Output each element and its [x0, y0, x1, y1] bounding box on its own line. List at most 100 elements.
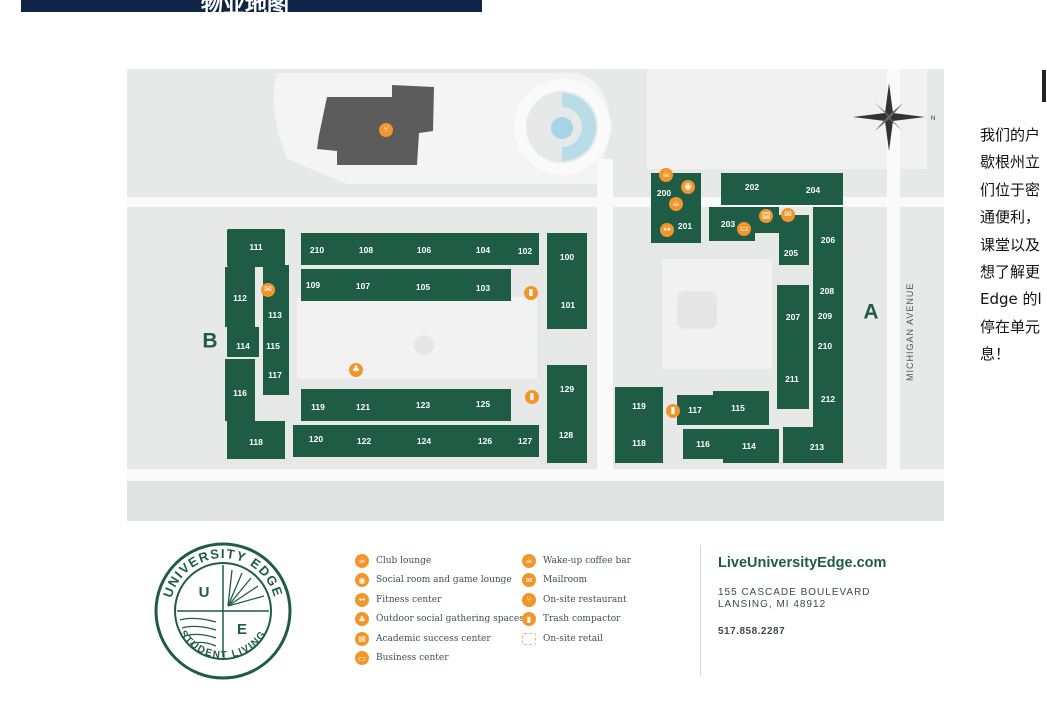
unit-labels-a: 200 202 204 201 203 206 205 208 209 207 … [632, 182, 835, 452]
unit-label: 118 [249, 437, 263, 447]
legend-item: On-site retail [522, 629, 631, 649]
club-lounge-icon: ☕ [659, 168, 673, 182]
unit-label: 122 [357, 436, 371, 446]
svg-text:☕: ☕ [672, 199, 680, 209]
trash-icon: ▮ [522, 612, 536, 627]
building-a [615, 173, 843, 463]
unit-label: 209 [818, 311, 832, 321]
amenity-markers: ⑂ ✉ ▮ ♣ ▮ ☕ ◉ ☕ ↔ ▭ ▤ ✉ ▮ [261, 123, 795, 418]
svg-text:♣: ♣ [352, 365, 360, 375]
trash-icon: ▮ [524, 286, 538, 300]
club-lounge-icon: ☕ [355, 553, 369, 568]
legend-label: Fitness center [376, 594, 442, 605]
legend-item: ▭Business center [355, 649, 524, 669]
unit-label: 210 [310, 245, 324, 255]
unit-label: 117 [688, 405, 702, 415]
legend-item: ▤Academic success center [355, 629, 524, 649]
legend-label: On-site retail [543, 633, 603, 644]
unit-label: 103 [476, 283, 490, 293]
unit-label: 119 [311, 402, 325, 412]
retail-icon [522, 632, 536, 645]
trash-icon: ▮ [666, 404, 680, 418]
legend-label: Trash compactor [543, 614, 621, 625]
legend-label: Wake-up coffee bar [543, 555, 631, 566]
legend-item: ↔ Fitness center [355, 590, 524, 610]
unit-label: 200 [657, 188, 671, 198]
unit-label: 211 [785, 374, 799, 384]
unit-label: 116 [233, 388, 247, 398]
unit-label: 108 [359, 245, 373, 255]
description-line: 我们的户 [980, 126, 1041, 144]
legend-item: ☕Wake-up coffee bar [522, 551, 631, 571]
unit-labels-b: 111 210 108 106 104 102 100 112 109 107 … [233, 242, 575, 447]
compass-north-label: N [931, 116, 935, 122]
property-map: 111 210 108 106 104 102 100 112 109 107 … [127, 69, 944, 521]
description-line: Edge 的l [980, 290, 1042, 309]
fitness-icon: ↔ [355, 592, 369, 607]
heading-fragment [1042, 70, 1046, 102]
svg-text:☕: ☕ [662, 170, 670, 180]
unit-label: 116 [696, 439, 710, 449]
unit-label: 201 [678, 221, 692, 231]
description-line: 通便利， [980, 208, 1041, 227]
outdoor-icon: ♣ [349, 363, 363, 377]
unit-label: 124 [417, 436, 431, 446]
unit-label: 102 [518, 246, 532, 256]
description-text: 我们的户 歇根州立 们位于密 通便利， 课堂以及 想了解更 Edge 的l 停在… [980, 122, 1047, 369]
restaurant-icon: ⑂ [379, 123, 393, 137]
svg-text:U: U [199, 584, 210, 601]
legend-label: Social room and game lounge [376, 575, 512, 586]
svg-text:◉: ◉ [684, 182, 692, 192]
legend-item: ◉Social room and game lounge [355, 571, 524, 591]
unit-label: 125 [476, 399, 490, 409]
unit-label: 120 [309, 434, 323, 444]
building-b [225, 229, 587, 463]
svg-text:✉: ✉ [264, 285, 272, 295]
phone-number[interactable]: 517.858.2287 [718, 626, 786, 637]
svg-text:⑂: ⑂ [383, 125, 388, 135]
banner-title: 物业地图 [201, 0, 289, 12]
unit-label: 119 [632, 401, 646, 411]
legend-label: Club lounge [376, 555, 432, 566]
game-lounge-icon: ◉ [681, 180, 695, 194]
unit-label: 129 [560, 384, 574, 394]
description-line: 息！ [980, 345, 1011, 364]
unit-label: 205 [784, 248, 798, 258]
unit-label: 109 [306, 280, 320, 290]
unit-label: 206 [821, 235, 835, 245]
unit-label: 204 [806, 185, 820, 195]
description-panel: 我们的户 歇根州立 们位于密 通便利， 课堂以及 想了解更 Edge 的l 停在… [980, 70, 1047, 370]
unit-label: 105 [416, 282, 430, 292]
unit-label: 104 [476, 245, 490, 255]
svg-text:↔: ↔ [663, 225, 671, 235]
mail-icon: ✉ [781, 208, 795, 222]
svg-text:▮: ▮ [671, 406, 676, 416]
website-link[interactable]: LiveUniversityEdge.com [718, 555, 887, 571]
legend-divider [700, 545, 701, 675]
fitness-icon: ↔ [660, 223, 674, 237]
unit-label: 121 [356, 402, 370, 412]
unit-label: 123 [416, 400, 430, 410]
compass-rose-icon: N [853, 83, 935, 151]
legend-label: Mailroom [543, 575, 588, 586]
legend-item: ☕ Club lounge [355, 551, 524, 571]
legend-right: ☕Wake-up coffee bar ✉Mailroom ⑂On-site r… [522, 551, 631, 649]
svg-text:E: E [237, 621, 247, 638]
unit-label: 114 [236, 341, 250, 351]
unit-label: 126 [478, 436, 492, 446]
trash-icon: ▮ [525, 390, 539, 404]
svg-text:▮: ▮ [529, 288, 534, 298]
svg-text:✉: ✉ [784, 210, 792, 220]
unit-label: 208 [820, 286, 834, 296]
description-line: 们位于密 [980, 180, 1041, 199]
mail-icon: ✉ [522, 573, 536, 588]
unit-label: 113 [268, 310, 282, 320]
legend-label: Academic success center [376, 633, 491, 644]
unit-label: 212 [821, 394, 835, 404]
legend-label: Outdoor social gathering spaces [376, 614, 524, 625]
top-banner: 物业地图 [21, 0, 482, 12]
legend-label: Business center [376, 653, 449, 664]
legend-item: ✉ Mailroom [522, 571, 631, 591]
building-b-label: B [202, 330, 217, 353]
legend-label: On-site restaurant [543, 594, 627, 605]
